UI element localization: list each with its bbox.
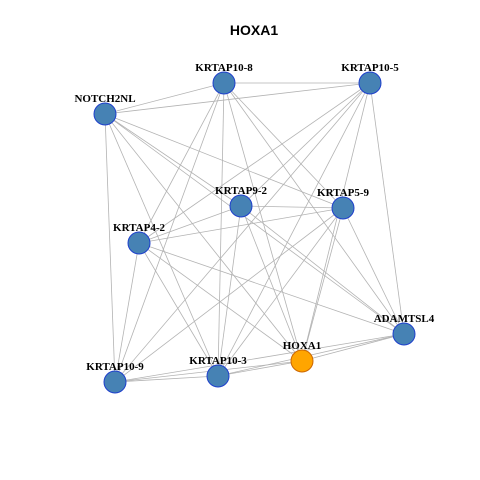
node-circle[interactable] <box>212 71 236 95</box>
edge-krtap10-5-krtap10-3 <box>217 82 371 377</box>
node-krtap10-3[interactable]: KRTAP10-3 <box>189 355 247 388</box>
node-label: HOXA1 <box>283 340 322 352</box>
node-label: NOTCH2NL <box>74 93 135 105</box>
edge-krtap10-8-krtap4-2 <box>138 82 225 244</box>
node-label: KRTAP10-3 <box>189 355 247 367</box>
node-circle[interactable] <box>392 322 416 346</box>
edge-krtap10-8-adamtsl4 <box>223 82 405 335</box>
edge-krtap4-2-adamtsl4 <box>138 242 405 335</box>
edge-krtap10-5-krtap4-2 <box>138 82 371 244</box>
node-circle[interactable] <box>127 231 151 255</box>
node-notch2nl[interactable]: NOTCH2NL <box>74 93 136 126</box>
edge-krtap10-5-hoxa1 <box>301 82 371 362</box>
edge-krtap10-8-krtap10-3 <box>217 82 225 377</box>
edge-krtap10-5-adamtsl4 <box>369 82 405 335</box>
node-label: KRTAP9-2 <box>215 185 267 197</box>
node-hoxa1[interactable]: HOXA1 <box>283 340 322 373</box>
node-label: KRTAP5-9 <box>317 187 369 199</box>
node-circle[interactable] <box>290 349 314 373</box>
edge-krtap9-2-krtap5-9 <box>240 205 344 209</box>
node-circle[interactable] <box>206 364 230 388</box>
node-krtap10-8[interactable]: KRTAP10-8 <box>195 62 253 95</box>
node-krtap10-9[interactable]: KRTAP10-9 <box>86 361 144 394</box>
edge-krtap5-9-krtap4-2 <box>138 207 344 244</box>
node-circle[interactable] <box>103 370 127 394</box>
node-krtap10-5[interactable]: KRTAP10-5 <box>341 62 399 95</box>
edge-krtap4-2-krtap10-9 <box>114 242 140 383</box>
edge-krtap4-2-hoxa1 <box>138 242 303 362</box>
edge-krtap10-5-krtap10-9 <box>114 82 371 383</box>
edge-krtap9-2-hoxa1 <box>240 205 303 362</box>
node-circle[interactable] <box>331 196 355 220</box>
edge-notch2nl-hoxa1 <box>104 113 303 362</box>
node-label: KRTAP10-5 <box>341 62 399 74</box>
graph-title: HOXA1 <box>230 22 278 38</box>
edge-adamtsl4-hoxa1 <box>301 333 405 362</box>
node-label: KRTAP4-2 <box>113 222 165 234</box>
node-krtap4-2[interactable]: KRTAP4-2 <box>113 222 165 255</box>
edge-krtap10-8-krtap5-9 <box>223 82 344 209</box>
edge-krtap10-3-krtap10-9 <box>114 375 219 383</box>
edge-adamtsl4-krtap10-9 <box>114 333 405 383</box>
edge-krtap4-2-krtap10-3 <box>138 242 219 377</box>
node-krtap9-2[interactable]: KRTAP9-2 <box>215 185 267 218</box>
node-circle[interactable] <box>229 194 253 218</box>
edge-notch2nl-adamtsl4 <box>104 113 405 335</box>
node-label: ADAMTSL4 <box>374 313 435 325</box>
node-krtap5-9[interactable]: KRTAP5-9 <box>317 187 369 220</box>
edge-notch2nl-krtap5-9 <box>104 113 344 209</box>
edge-krtap9-2-adamtsl4 <box>240 205 405 335</box>
node-circle[interactable] <box>358 71 382 95</box>
edge-notch2nl-krtap10-9 <box>104 113 116 383</box>
node-circle[interactable] <box>93 102 117 126</box>
edge-notch2nl-krtap10-3 <box>104 113 219 377</box>
edge-krtap5-9-adamtsl4 <box>342 207 405 335</box>
node-label: KRTAP10-9 <box>86 361 144 373</box>
edge-krtap5-9-krtap10-9 <box>114 207 344 383</box>
edge-notch2nl-krtap10-8 <box>104 82 225 115</box>
edge-krtap10-5-krtap9-2 <box>240 82 371 207</box>
edge-hoxa1-krtap10-3 <box>217 360 303 377</box>
edge-krtap9-2-krtap4-2 <box>138 205 242 244</box>
edge-notch2nl-krtap9-2 <box>104 113 242 207</box>
edge-krtap9-2-krtap10-3 <box>217 205 242 377</box>
edge-krtap5-9-hoxa1 <box>301 207 344 362</box>
node-adamtsl4[interactable]: ADAMTSL4 <box>374 313 435 346</box>
node-label: KRTAP10-8 <box>195 62 253 74</box>
edge-krtap10-8-krtap10-9 <box>114 82 225 383</box>
edge-notch2nl-krtap10-5 <box>104 82 371 115</box>
edge-layer <box>104 82 405 383</box>
